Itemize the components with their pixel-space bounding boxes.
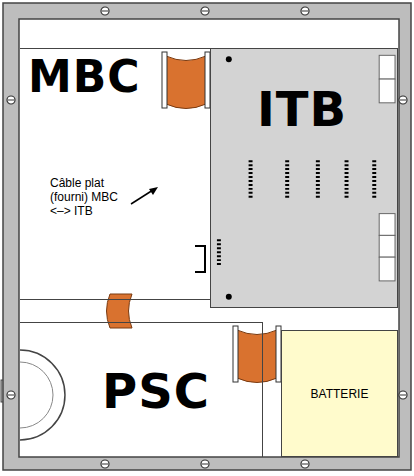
leader-line [131,190,153,204]
cable-connector [162,52,210,109]
board-region: MBC [20,48,210,300]
node-title: MBC [28,55,141,99]
leader-arrowhead [149,187,158,195]
node-title: ITB [257,85,347,133]
node-title: BATTERIE [311,387,369,401]
housing-inside [19,19,399,457]
power-region: PSC [20,322,263,457]
board-box: ITB [210,48,398,308]
housing-frame [3,3,411,470]
fan-outline [20,350,65,440]
fan-inner [20,362,53,428]
node-title: PSC [102,367,210,415]
cable-connector [233,326,281,383]
mount-bracket [195,246,205,272]
battery-box: BATTERIE [281,330,398,457]
screws [7,7,407,468]
cable-note: Câble plat (fourni) MBC <–> ITB [50,176,130,218]
